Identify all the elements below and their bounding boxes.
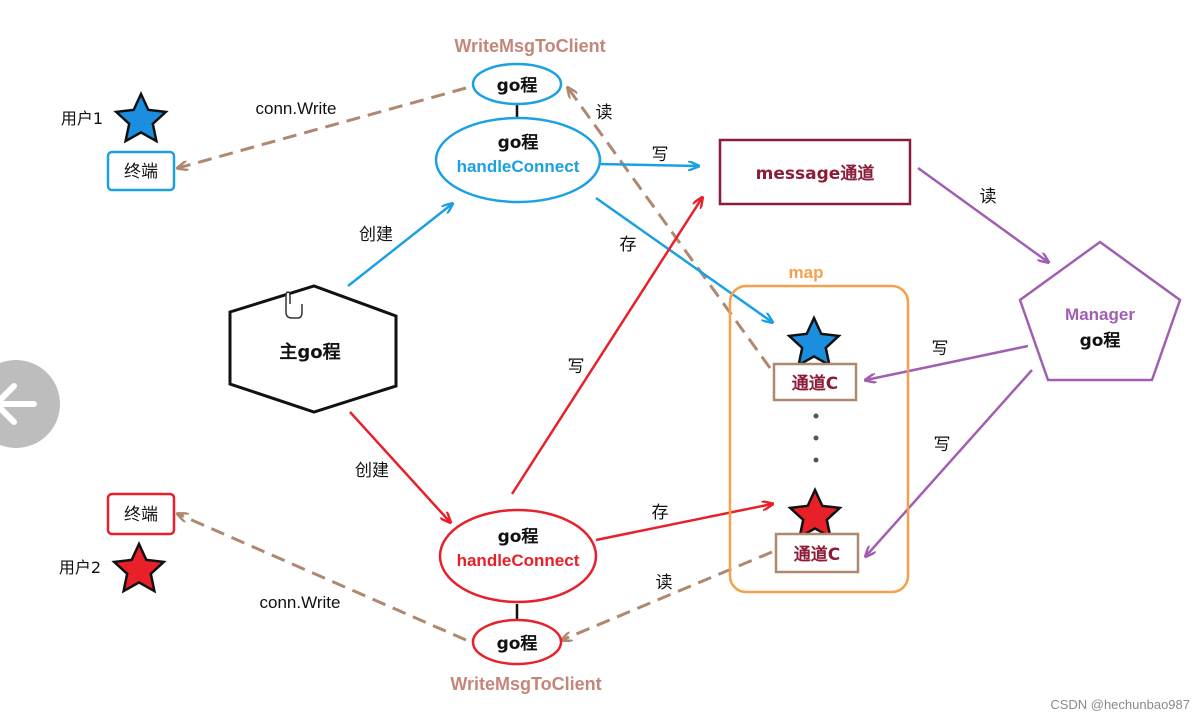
manager-name-label: Manager (1065, 305, 1135, 324)
write-msg-top-label: WriteMsgToClient (454, 36, 605, 56)
go-bottom-label: go程 (497, 634, 538, 654)
write-red-label: 写 (568, 357, 585, 377)
user2-label: 用户2 (59, 558, 101, 577)
read-top-label: 读 (596, 103, 613, 123)
main-go-label: 主go程 (279, 341, 340, 363)
conn-write-bottom-label: conn.Write (260, 593, 341, 612)
store-top-arrow (595, 196, 772, 322)
write-top-label: 写 (652, 145, 669, 165)
write-top-arrow (599, 164, 698, 166)
star-red-icon (787, 487, 843, 540)
store-top-label: 存 (620, 235, 637, 255)
channel-c-bottom-label: 通道C (794, 544, 840, 565)
create-bottom-label: 创建 (355, 461, 389, 481)
manager-pentagon[interactable] (1018, 240, 1182, 382)
hand-cursor-icon (285, 291, 303, 319)
terminal1-box[interactable] (106, 150, 176, 192)
write-manager-top-label: 写 (932, 339, 949, 359)
store-bottom-arrow (595, 504, 772, 542)
create-top-label: 创建 (359, 225, 393, 245)
handle-connect-bottom-node[interactable] (438, 508, 598, 604)
read-top-arrow (568, 88, 772, 369)
terminal2-label: 终端 (124, 505, 158, 525)
read-bottom-label: 读 (656, 573, 673, 593)
back-arrow-icon[interactable] (0, 360, 60, 448)
handle-connect-top-node[interactable] (434, 116, 602, 204)
go-top-node[interactable] (471, 62, 563, 106)
write-red-arrow (510, 198, 702, 495)
star-blue-icon (786, 315, 842, 368)
terminal2-box[interactable] (106, 492, 176, 536)
handle-bottom-name-label: handleConnect (457, 551, 580, 570)
watermark: CSDN @hechunbao987 (1050, 697, 1190, 712)
channel-c-bottom-box[interactable] (774, 532, 860, 574)
ellipsis-dots (813, 413, 819, 463)
write-manager-bottom-label: 写 (934, 435, 951, 455)
user1-label: 用户1 (61, 109, 103, 128)
message-channel-label: message通道 (756, 163, 875, 184)
channel-c-top-box[interactable] (772, 362, 858, 402)
read-manager-arrow (917, 166, 1048, 262)
channel-c-top-label: 通道C (792, 373, 838, 394)
write-msg-bottom-label: WriteMsgToClient (450, 674, 601, 694)
terminal1-label: 终端 (124, 162, 158, 182)
store-bottom-label: 存 (652, 503, 669, 523)
main-go-hexagon[interactable] (228, 284, 398, 414)
star-red-icon (111, 541, 167, 594)
read-bottom-arrow (562, 550, 773, 640)
write-manager-bottom-arrow (866, 369, 1033, 556)
read-manager-label: 读 (980, 187, 997, 207)
handle-top-name-label: handleConnect (457, 157, 580, 176)
conn-write-top-label: conn.Write (256, 99, 337, 118)
create-top-arrow (347, 204, 452, 287)
map-label: map (789, 263, 824, 282)
write-manager-top-arrow (866, 344, 1029, 380)
handle-bottom-go-label: go程 (498, 527, 539, 547)
message-channel-box[interactable] (718, 138, 912, 206)
handle-top-go-label: go程 (498, 133, 539, 153)
conn-write-bottom-arrow (178, 514, 467, 642)
star-blue-icon (113, 91, 169, 144)
manager-go-label: go程 (1080, 331, 1121, 351)
map-container (728, 284, 910, 594)
go-bottom-node[interactable] (471, 618, 563, 666)
go-top-label: go程 (497, 76, 538, 96)
create-bottom-arrow (349, 411, 450, 522)
conn-write-top-arrow (178, 86, 467, 168)
